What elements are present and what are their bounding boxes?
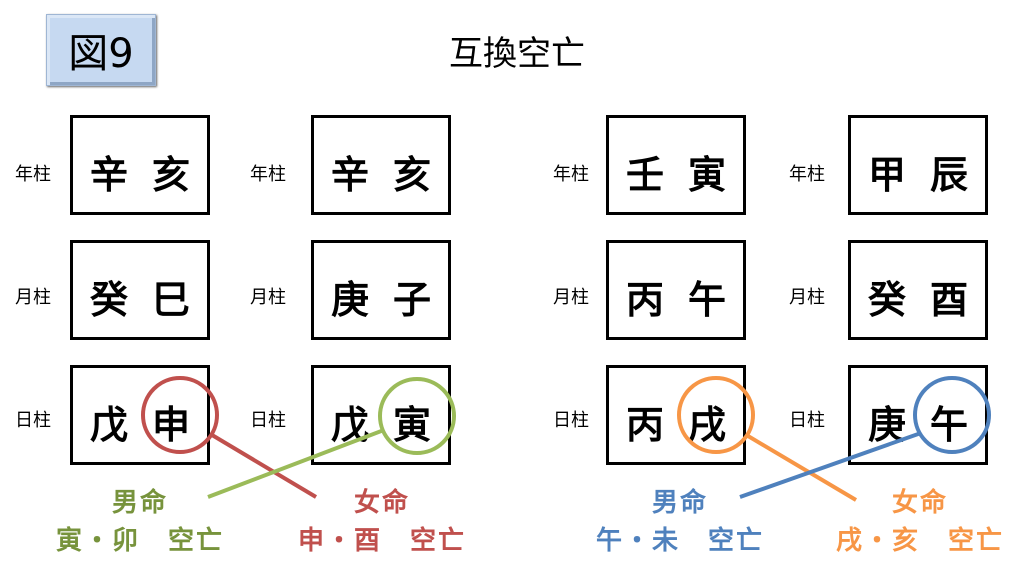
branch: 亥 [151, 153, 190, 197]
annotation-title: 女命 [353, 488, 410, 518]
chart2-year-pillar: 辛亥 [311, 115, 451, 215]
annotation-title: 男命 [651, 488, 708, 518]
day-pillar-label: 日柱 [15, 410, 51, 431]
year-pillar-label: 年柱 [789, 164, 825, 185]
branch: 寅 [687, 153, 726, 197]
annotation-detail: 寅・卯 空亡 [55, 526, 224, 556]
highlight-circle-green [378, 377, 456, 455]
annotation-detail: 午・未 空亡 [595, 526, 764, 556]
month-pillar-label: 月柱 [250, 287, 286, 308]
branch: 辰 [929, 153, 968, 197]
year-pillar-label: 年柱 [15, 164, 51, 185]
branch: 巳 [151, 278, 190, 322]
branch: 寅 [392, 403, 431, 447]
branch: 午 [687, 278, 726, 322]
chart4-year-pillar: 甲辰 [848, 115, 988, 215]
year-pillar-label: 年柱 [553, 164, 589, 185]
day-pillar-label: 日柱 [553, 410, 589, 431]
stem: 丙 [626, 403, 665, 447]
branch: 亥 [392, 153, 431, 197]
chart2-month-pillar: 庚子 [311, 240, 451, 340]
month-pillar-label: 月柱 [789, 287, 825, 308]
male-kubo-annotation: 男命寅・卯 空亡 [40, 484, 240, 560]
stem: 丙 [626, 278, 665, 322]
female-kubo-annotation: 女命戌・亥 空亡 [820, 484, 1020, 560]
page-title: 互換空亡 [449, 34, 585, 74]
highlight-circle-blue [913, 376, 991, 454]
stem: 壬 [626, 153, 665, 197]
figure-badge: 図9 [46, 14, 156, 86]
stem: 癸 [868, 278, 907, 322]
connector-line-green [207, 428, 385, 499]
chart3-day-pillar: 丙戌 [606, 365, 746, 465]
chart1-month-pillar: 癸巳 [70, 240, 210, 340]
connector-line-red [210, 433, 318, 499]
day-pillar-label: 日柱 [789, 410, 825, 431]
highlight-circle-red [141, 376, 219, 454]
stem: 甲 [868, 153, 907, 197]
month-pillar-label: 月柱 [553, 287, 589, 308]
stem: 辛 [331, 153, 370, 197]
annotation-detail: 申・酉 空亡 [297, 526, 466, 556]
female-kubo-annotation: 女命申・酉 空亡 [282, 484, 482, 560]
stem: 戊 [90, 403, 129, 447]
chart3-year-pillar: 壬寅 [606, 115, 746, 215]
stem: 庚 [331, 278, 370, 322]
chart4-month-pillar: 癸酉 [848, 240, 988, 340]
chart3-month-pillar: 丙午 [606, 240, 746, 340]
branch: 午 [929, 403, 968, 447]
month-pillar-label: 月柱 [15, 287, 51, 308]
year-pillar-label: 年柱 [250, 164, 286, 185]
stem: 辛 [90, 153, 129, 197]
annotation-title: 男命 [111, 488, 168, 518]
connector-line-blue [739, 431, 922, 499]
annotation-title: 女命 [891, 488, 948, 518]
highlight-circle-orange [677, 376, 755, 454]
day-pillar-label: 日柱 [250, 410, 286, 431]
branch: 戌 [687, 403, 726, 447]
stem: 癸 [90, 278, 129, 322]
connector-line-orange [746, 434, 858, 502]
male-kubo-annotation: 男命午・未 空亡 [580, 484, 780, 560]
branch: 酉 [929, 278, 968, 322]
branch: 子 [392, 278, 431, 322]
chart1-day-pillar: 戊申 [70, 365, 210, 465]
annotation-detail: 戌・亥 空亡 [835, 526, 1004, 556]
branch: 申 [151, 403, 190, 447]
chart1-year-pillar: 辛亥 [70, 115, 210, 215]
